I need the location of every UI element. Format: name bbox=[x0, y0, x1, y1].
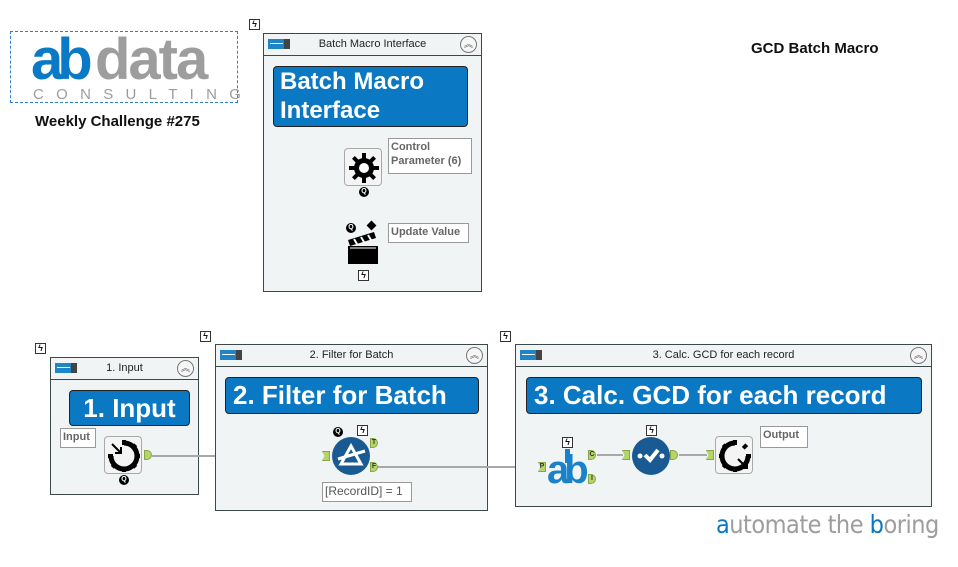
connection-line[interactable] bbox=[378, 466, 538, 468]
macro-tool[interactable] bbox=[632, 437, 670, 475]
ab-macro-icon: ab bbox=[547, 448, 589, 492]
filter-icon bbox=[337, 442, 366, 466]
challenge-label: Weekly Challenge #275 bbox=[35, 113, 200, 130]
bolt-icon: ϟ bbox=[646, 425, 657, 436]
collapse-button[interactable]: ︽ bbox=[466, 347, 483, 364]
container-header[interactable]: 1. Input ︽ bbox=[51, 358, 198, 380]
container-toggle[interactable] bbox=[220, 350, 242, 360]
checkmark-icon bbox=[637, 448, 665, 463]
ab-stem bbox=[565, 449, 570, 463]
tagline-a: a bbox=[716, 510, 730, 539]
bolt-icon: ϟ bbox=[500, 331, 511, 342]
connection-line[interactable] bbox=[597, 454, 623, 456]
bolt-icon: ϟ bbox=[358, 270, 369, 281]
bolt-icon: ϟ bbox=[200, 331, 211, 342]
q-icon: Q bbox=[119, 475, 129, 485]
logo-data: data bbox=[95, 27, 208, 92]
collapse-button[interactable]: ︽ bbox=[460, 36, 477, 53]
true-anchor[interactable]: T bbox=[370, 438, 378, 448]
banner-comment[interactable]: 2. Filter for Batch bbox=[225, 377, 479, 414]
c-anchor[interactable]: C bbox=[588, 450, 596, 460]
bolt-icon: ϟ bbox=[35, 343, 46, 354]
output-label: Output bbox=[760, 426, 808, 448]
banner-comment[interactable]: Batch Macro Interface bbox=[273, 66, 468, 127]
connection-line[interactable] bbox=[679, 454, 707, 456]
tagline-part1: utomate the bbox=[729, 510, 870, 539]
bolt-icon: ϟ bbox=[357, 425, 368, 436]
container-header[interactable]: 3. Calc. GCD for each record ︽ bbox=[516, 345, 931, 367]
gear-icon bbox=[349, 153, 379, 183]
q-icon: Q bbox=[333, 427, 343, 437]
tagline: automate the boring bbox=[716, 510, 939, 539]
q-icon: Q bbox=[359, 187, 369, 197]
container-toggle[interactable] bbox=[520, 350, 542, 360]
q-icon: Q bbox=[346, 223, 356, 233]
collapse-button[interactable]: ︽ bbox=[177, 360, 194, 377]
container-title: 1. Input bbox=[106, 362, 143, 374]
macro-input-icon bbox=[108, 440, 140, 472]
input-anchor[interactable] bbox=[322, 451, 330, 461]
container-title: 3. Calc. GCD for each record bbox=[652, 349, 795, 361]
control-parameter-label: Control Parameter (6) bbox=[388, 138, 472, 174]
output-anchor[interactable] bbox=[144, 450, 152, 460]
macro-input-tool[interactable] bbox=[104, 436, 142, 474]
container-header[interactable]: 2. Filter for Batch ︽ bbox=[216, 345, 487, 367]
container-title: 2. Filter for Batch bbox=[309, 349, 394, 361]
action-tool[interactable] bbox=[346, 220, 380, 264]
tagline-b: b bbox=[869, 510, 884, 539]
logo-consulting: CONSULTING bbox=[33, 86, 254, 103]
p-anchor[interactable]: P bbox=[538, 462, 546, 472]
container-toggle[interactable] bbox=[268, 39, 290, 49]
container-header[interactable]: Batch Macro Interface ︽ bbox=[264, 34, 481, 56]
container-title: Batch Macro Interface bbox=[318, 38, 427, 50]
output-anchor[interactable] bbox=[670, 450, 678, 460]
input-label: Input bbox=[60, 428, 96, 448]
control-parameter-tool[interactable] bbox=[344, 148, 382, 186]
container-filter[interactable]: 2. Filter for Batch ︽ 2. Filter for Batc… bbox=[215, 344, 488, 511]
clapperboard-icon bbox=[348, 220, 378, 264]
input-anchor[interactable] bbox=[622, 450, 630, 460]
container-batch-macro-interface[interactable]: Batch Macro Interface ︽ Batch Macro Inte… bbox=[263, 33, 482, 292]
banner-comment[interactable]: 3. Calc. GCD for each record bbox=[526, 377, 922, 414]
logo-ab: ab bbox=[31, 27, 93, 92]
bolt-icon: ϟ bbox=[249, 19, 260, 30]
input-anchor[interactable] bbox=[706, 450, 714, 460]
logo-frame[interactable] bbox=[10, 31, 238, 103]
tagline-part2: oring bbox=[883, 510, 939, 539]
container-input[interactable]: 1. Input ︽ 1. Input Input Q bbox=[50, 357, 199, 495]
filter-tool[interactable] bbox=[332, 437, 370, 475]
banner-comment[interactable]: 1. Input bbox=[69, 390, 190, 426]
update-value-label: Update Value bbox=[388, 223, 469, 243]
container-toggle[interactable] bbox=[55, 363, 77, 373]
ab-macro-tool[interactable]: ab bbox=[547, 445, 589, 492]
macro-title: GCD Batch Macro bbox=[751, 40, 879, 57]
macro-output-icon bbox=[719, 440, 751, 472]
container-calc-gcd[interactable]: 3. Calc. GCD for each record ︽ 3. Calc. … bbox=[515, 344, 932, 507]
macro-output-tool[interactable] bbox=[715, 436, 753, 474]
i-anchor[interactable]: I bbox=[588, 474, 596, 484]
bolt-icon: ϟ bbox=[562, 437, 573, 448]
filter-expression-label: [RecordID] = 1 bbox=[322, 482, 412, 502]
false-anchor[interactable]: F bbox=[370, 462, 378, 472]
collapse-button[interactable]: ︽ bbox=[910, 347, 927, 364]
